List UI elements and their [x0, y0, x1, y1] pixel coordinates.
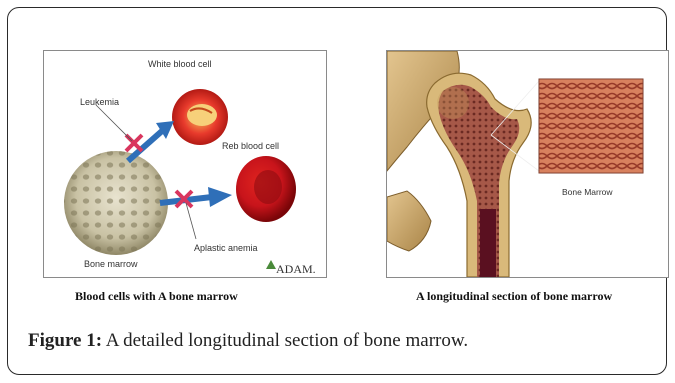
- label-white-blood-cell: White blood cell: [148, 59, 212, 69]
- red-blood-cell: [236, 156, 296, 222]
- label-leukemia: Leukemia: [80, 97, 119, 107]
- blood-cells-svg: White blood cell Leukemia Reb blood cell…: [44, 51, 326, 277]
- label-bone-marrow: Bone marrow: [84, 259, 138, 269]
- adam-brand-text: ADAM.: [276, 262, 316, 276]
- figure-caption: Figure 1: A detailed longitudinal sectio…: [28, 330, 468, 352]
- bone-marrow-sphere: [64, 151, 168, 255]
- pelvis-lower: [387, 191, 431, 251]
- femur-section-illustration: Bone Marrow: [386, 50, 669, 278]
- white-blood-cell: [172, 89, 228, 145]
- label-bone-marrow-inset: Bone Marrow: [562, 187, 613, 197]
- figure-caption-text: A detailed longitudinal section of bone …: [102, 330, 468, 351]
- figure-label: Figure 1:: [28, 330, 102, 351]
- blood-cells-illustration: White blood cell Leukemia Reb blood cell…: [43, 50, 327, 278]
- leukemia-leader: [96, 105, 132, 141]
- adam-logo: ADAM.: [266, 260, 316, 276]
- label-aplastic-anemia: Aplastic anemia: [194, 243, 258, 253]
- marrow-cavity: [480, 209, 496, 277]
- femur-bone: [427, 73, 532, 277]
- bone-marrow-inset: [539, 79, 643, 173]
- right-panel-caption: A longitudinal section of bone marrow: [416, 289, 612, 304]
- left-panel-caption: Blood cells with A bone marrow: [75, 289, 238, 304]
- anemia-leader: [186, 203, 196, 239]
- femur-svg: Bone Marrow: [387, 51, 668, 277]
- label-red-blood-cell: Reb blood cell: [222, 141, 279, 151]
- arrow-to-red-cell: [160, 187, 232, 207]
- figure-frame: White blood cell Leukemia Reb blood cell…: [7, 7, 667, 375]
